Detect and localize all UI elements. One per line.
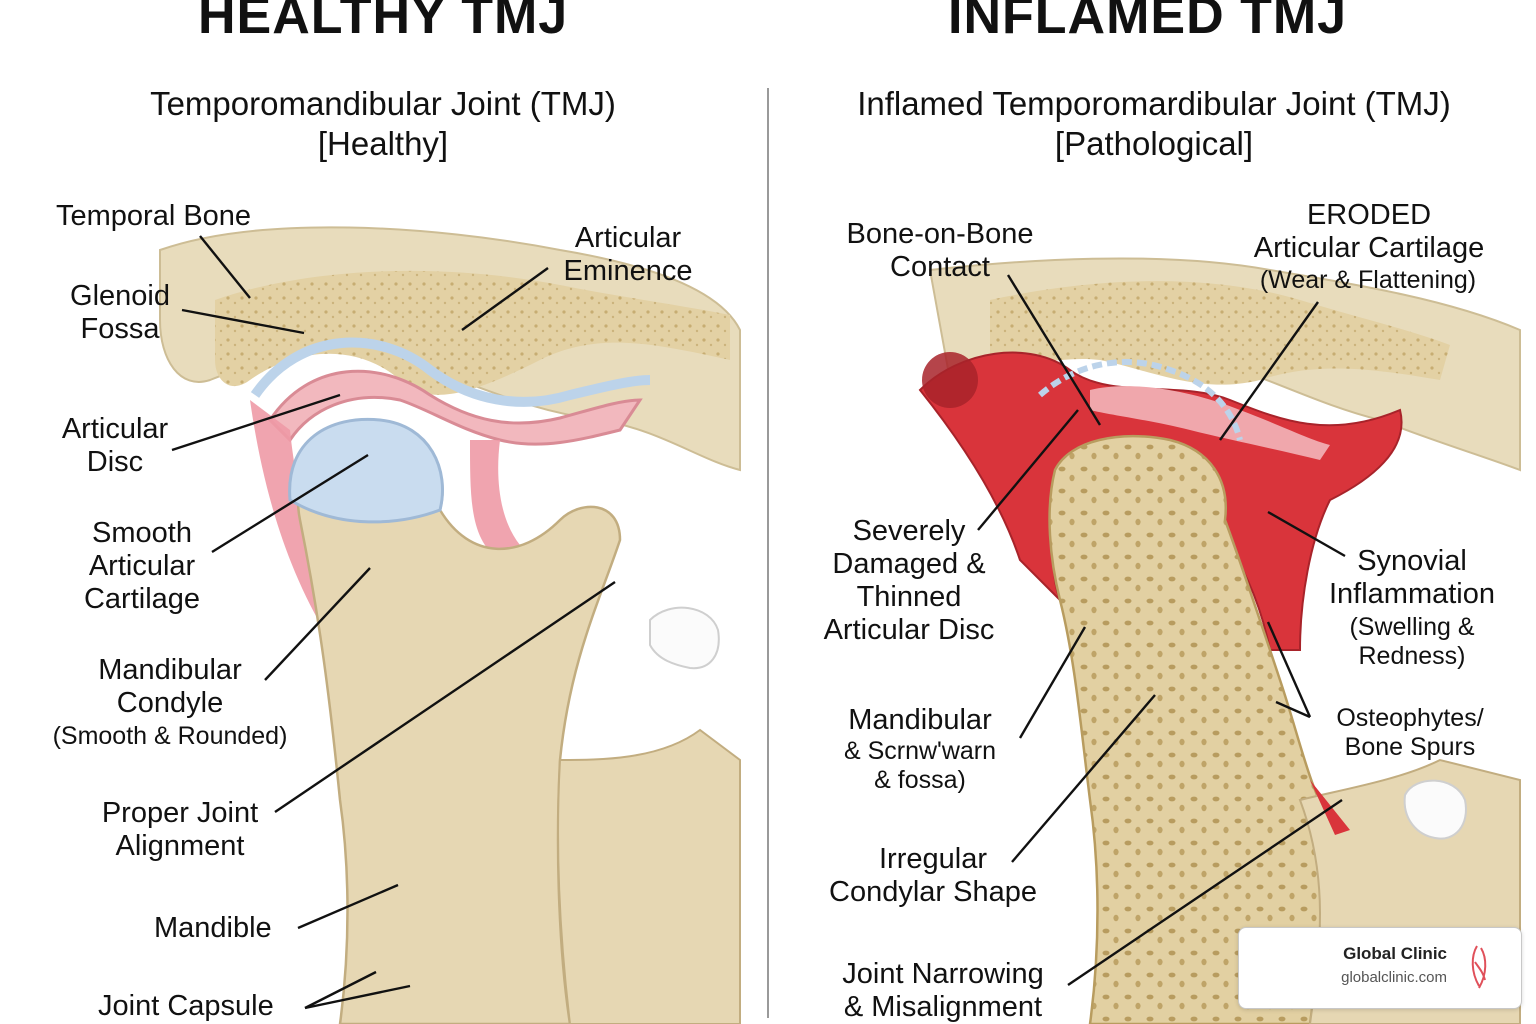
label-articular-disc: Articular Disc: [61, 413, 169, 478]
label-joint-alignment: Proper Joint Alignment: [101, 797, 259, 862]
label-articular-eminence: Articular Eminence: [563, 222, 693, 287]
watermark-url: globalclinic.com: [1341, 969, 1447, 986]
label-joint-narrowing: Joint Narrowing & Misalignment: [842, 958, 1044, 1023]
tooth-shape: [649, 606, 720, 670]
inflamed-heading: INFLAMED TMJ: [948, 0, 1348, 45]
label-irregular-condylar-shape: Irregular Condylar Shape: [829, 843, 1037, 908]
articular-disc-shape: [268, 369, 643, 446]
label-osteophytes: Osteophytes/ Bone Spurs: [1336, 704, 1484, 761]
label-damaged-disc: Severely Damaged & Thinned Articular Dis…: [823, 515, 995, 646]
label-smooth-cartilage: Smooth Articular Cartilage: [83, 517, 201, 615]
label-joint-capsule: Joint Capsule: [98, 990, 274, 1022]
healthy-subtitle: Temporomandibular Joint (TMJ) [Healthy]: [128, 84, 638, 164]
label-mandibular-text: Mandibular & Scrnw'warn & fossa): [843, 704, 997, 794]
healthy-joint-art: [159, 226, 741, 1024]
inflamed-subtitle-line2: [Pathological]: [1054, 125, 1254, 162]
healthy-heading: HEALTHY TMJ: [198, 0, 569, 45]
label-mandibular-condyle: Mandibular Condyle: [98, 654, 242, 719]
condyle-head-shape: [288, 417, 444, 524]
tooth-shape: [1403, 779, 1467, 840]
glenoid-fossa-band: [990, 281, 1450, 385]
label-mandible: Mandible: [154, 912, 272, 944]
label-synovial-note: (Swelling & Redness): [1349, 613, 1475, 670]
right-leader-lines: [977, 274, 1346, 986]
label-glenoid-fossa: Glenoid Fossa: [70, 280, 170, 345]
inflamed-subtitle: Inflamed Temporomardibular Joint (TMJ) […: [828, 84, 1480, 164]
label-eroded-cartilage: ERODED Articular Cartilage: [1253, 199, 1485, 264]
eroded-cartilage-shape: [1038, 359, 1243, 441]
left-leader-lines: [171, 235, 616, 1010]
label-temporal-bone: Temporal Bone: [56, 200, 252, 232]
healthy-subtitle-line1: Temporomandibular Joint (TMJ): [150, 85, 616, 122]
glenoid-fossa-band: [215, 270, 730, 395]
inflamed-subtitle-line1: Inflamed Temporomardibular Joint (TMJ): [857, 85, 1451, 122]
label-eroded-note: (Wear & Flattening): [1259, 266, 1477, 294]
center-divider: [767, 88, 769, 1018]
label-bone-on-bone: Bone-on-Bone Contact: [846, 218, 1034, 283]
watermark-card: Global Clinic globalclinic.com: [1238, 927, 1522, 1009]
label-condyle-note: (Smooth & Rounded): [52, 722, 288, 750]
label-synovial-inflammation: Synovial Inflammation: [1328, 545, 1495, 610]
inflamed-joint-art: [918, 257, 1521, 1024]
fossa-cartilage-shape: [250, 337, 651, 407]
watermark-name: Global Clinic: [1343, 944, 1447, 963]
clinic-logo-icon: [1471, 945, 1487, 989]
healthy-subtitle-line2: [Healthy]: [317, 125, 449, 162]
